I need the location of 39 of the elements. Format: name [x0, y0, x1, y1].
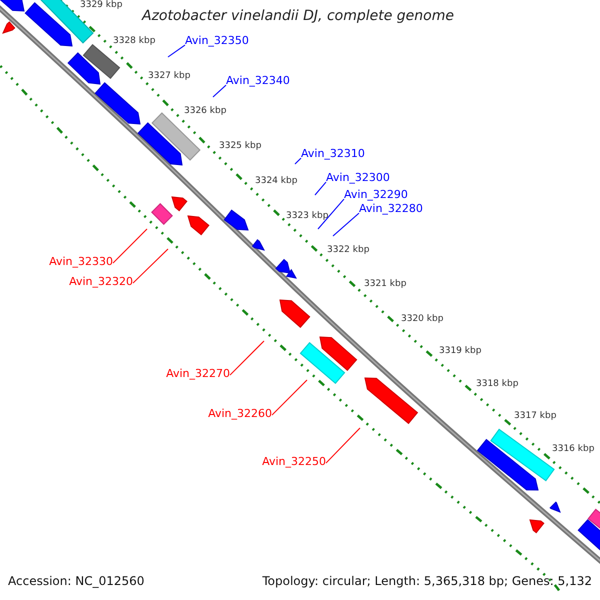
leader-line: [326, 428, 360, 464]
accession-label: Accession: NC_012560: [8, 575, 144, 588]
gene-label: Avin_32310: [301, 148, 365, 160]
leader-line: [168, 44, 186, 58]
gene-label: Avin_32260: [208, 408, 272, 420]
leader-line: [272, 380, 308, 416]
scale-label: 3328 kbp: [113, 37, 156, 47]
leader-line: [332, 212, 360, 236]
scale-label: 3324 kbp: [255, 177, 298, 187]
gene-label: Avin_32280: [359, 203, 423, 216]
gene-label: Avin_32320: [69, 276, 133, 288]
gene-label: Avin_32300: [326, 172, 390, 184]
gene-label: Avin_32340: [226, 75, 290, 88]
scale-label: 3323 kbp: [286, 212, 328, 222]
scale-label: 3325 kbp: [219, 142, 262, 152]
scale-label: 3317 kbp: [514, 412, 556, 422]
title: Azotobacter vinelandii DJ, complete genome: [140, 9, 455, 24]
gene-label: Avin_32250: [262, 456, 326, 468]
gene-label: Avin_32270: [166, 368, 230, 380]
scale-label: 3320 kbp: [401, 315, 444, 325]
leader-line: [318, 198, 344, 230]
scale-label: 3318 kbp: [476, 380, 518, 390]
scale-label: 3316 kbp: [552, 445, 594, 455]
leader-line: [230, 340, 264, 376]
scale-label: 3326 kbp: [184, 107, 226, 117]
leader-line: [212, 84, 226, 98]
scale-label: 3322 kbp: [327, 246, 370, 256]
leader-line: [132, 248, 168, 284]
scale-label: 3327 kbp: [148, 72, 190, 82]
leader-line: [294, 158, 302, 164]
genome-summary: Topology: circular; Length: 5,365,318 bp; Genes: 5,132: [262, 575, 592, 588]
scale-label: 3329 kbp: [80, 1, 122, 11]
scale-label: 3321 kbp: [364, 280, 406, 290]
gene-label: Avin_32350: [185, 35, 249, 48]
leader-line: [314, 182, 326, 196]
scale-label: 3319 kbp: [439, 347, 482, 357]
leader-line: [112, 228, 148, 264]
gene-label: Avin_32290: [344, 189, 408, 202]
gene-label: Avin_32330: [49, 256, 113, 268]
